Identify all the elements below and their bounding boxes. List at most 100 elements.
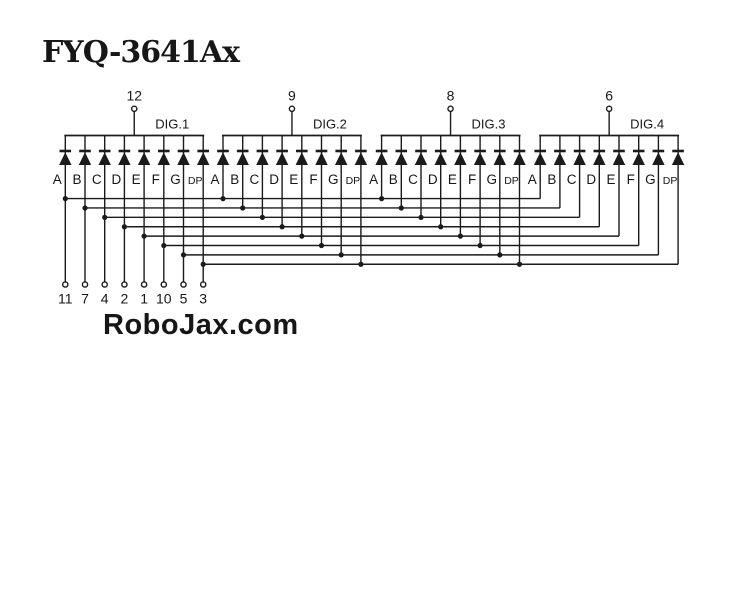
led-triangle bbox=[573, 152, 586, 165]
segment-letter: D bbox=[428, 172, 438, 187]
common-pin-number: 6 bbox=[605, 88, 613, 104]
segment-column-B: B bbox=[389, 135, 408, 211]
led-triangle bbox=[216, 152, 230, 165]
digit-label: DIG.1 bbox=[155, 117, 189, 132]
segment-letter: F bbox=[627, 172, 635, 187]
segment-letter: C bbox=[567, 172, 577, 187]
segment-letter: A bbox=[53, 172, 62, 187]
segment-letter: D bbox=[586, 172, 596, 187]
segment-column-E: E bbox=[448, 135, 467, 239]
segment-column-B: B7 bbox=[72, 135, 92, 307]
common-pin-terminal bbox=[130, 105, 138, 113]
watermark-text: RoboJax.com bbox=[103, 309, 299, 341]
segment-pin-terminal bbox=[121, 281, 128, 288]
led-triangle bbox=[652, 152, 665, 165]
segment-column-F: F bbox=[309, 135, 328, 249]
segment-letter: C bbox=[408, 172, 418, 187]
segment-column-DP: DP bbox=[346, 135, 368, 267]
segment-letter: A bbox=[210, 172, 219, 187]
segment-column-C: C4 bbox=[92, 135, 111, 307]
junction-dot bbox=[161, 242, 167, 249]
led-triangle bbox=[434, 152, 447, 165]
segment-letter: B bbox=[72, 172, 81, 187]
segment-column-B: B bbox=[230, 135, 249, 211]
segment-column-DP: DP bbox=[504, 135, 526, 267]
led-triangle bbox=[78, 152, 92, 165]
led-triangle bbox=[593, 152, 606, 165]
segment-letter: DP bbox=[346, 175, 361, 187]
led-triangle bbox=[137, 152, 151, 165]
led-triangle bbox=[671, 152, 685, 165]
segment-letter: E bbox=[448, 172, 457, 187]
segment-letter: B bbox=[230, 172, 239, 187]
segment-pin-terminal bbox=[81, 281, 89, 288]
common-pin-terminal bbox=[605, 105, 613, 113]
segment-column-D: D bbox=[269, 135, 289, 230]
segment-letter: G bbox=[170, 172, 181, 187]
segment-letter: C bbox=[92, 172, 102, 187]
common-pin-terminal bbox=[447, 105, 454, 113]
segment-column-G: G bbox=[487, 135, 506, 258]
segment-column-A: A 11 bbox=[53, 135, 73, 307]
led-triangle bbox=[236, 152, 249, 165]
led-triangle bbox=[197, 152, 210, 165]
segment-pin-number: 1 bbox=[140, 291, 148, 307]
segment-letter: G bbox=[645, 172, 656, 187]
segment-letter: A bbox=[528, 172, 537, 187]
segment-column-E: E bbox=[289, 135, 308, 239]
segment-letter: DP bbox=[504, 175, 519, 187]
led-triangle bbox=[553, 152, 567, 165]
segment-column-G: G bbox=[645, 135, 665, 255]
segment-pin-terminal bbox=[140, 281, 148, 288]
digit-label: DIG.2 bbox=[313, 117, 347, 132]
segment-column-C: C bbox=[567, 135, 586, 218]
led-triangle bbox=[395, 152, 408, 165]
segment-letter: D bbox=[112, 172, 122, 187]
segment-pin-number: 11 bbox=[58, 291, 73, 307]
common-pin-terminal bbox=[288, 105, 296, 113]
segment-pin-terminal bbox=[160, 281, 168, 288]
common-pin-number: 9 bbox=[288, 88, 296, 104]
digit-label: DIG.4 bbox=[630, 117, 664, 132]
segment-letter: G bbox=[487, 172, 498, 187]
segment-column-G: G5 bbox=[170, 135, 190, 307]
part-number-title: FYQ-3641Ax bbox=[42, 35, 241, 70]
segment-pin-terminal bbox=[199, 281, 207, 288]
segment-letter: F bbox=[309, 172, 317, 187]
led-triangle bbox=[473, 152, 487, 165]
led-triangle bbox=[177, 152, 190, 165]
led-triangle bbox=[315, 152, 328, 165]
segment-column-D: D bbox=[428, 135, 447, 230]
segment-column-D: D2 bbox=[112, 135, 131, 307]
segment-column-C: C bbox=[250, 135, 269, 220]
segment-column-F: F bbox=[627, 135, 645, 246]
segment-column-B: B bbox=[547, 135, 567, 208]
segment-column-A: A bbox=[528, 135, 547, 199]
segment-letter: F bbox=[468, 172, 476, 187]
segment-pin-terminal bbox=[101, 281, 108, 288]
segment-pin-number: 5 bbox=[180, 291, 188, 307]
segment-letter: C bbox=[250, 172, 260, 187]
segment-column-A: A bbox=[210, 135, 230, 202]
segment-pin-number: 10 bbox=[156, 291, 172, 307]
segment-letter: E bbox=[132, 172, 141, 187]
led-triangle bbox=[513, 152, 526, 165]
segment-column-F: F bbox=[468, 135, 487, 249]
led-triangle bbox=[534, 152, 547, 165]
led-triangle bbox=[59, 152, 72, 165]
junction-dot bbox=[200, 261, 206, 267]
segment-pin-number: 2 bbox=[121, 291, 129, 307]
segment-letter: DP bbox=[188, 175, 203, 187]
common-pin-number: 8 bbox=[447, 88, 455, 104]
segment-pin-number: 7 bbox=[81, 291, 89, 307]
segment-column-D: D bbox=[586, 135, 606, 227]
segment-letter: E bbox=[289, 172, 298, 187]
segment-letter: G bbox=[328, 172, 339, 187]
